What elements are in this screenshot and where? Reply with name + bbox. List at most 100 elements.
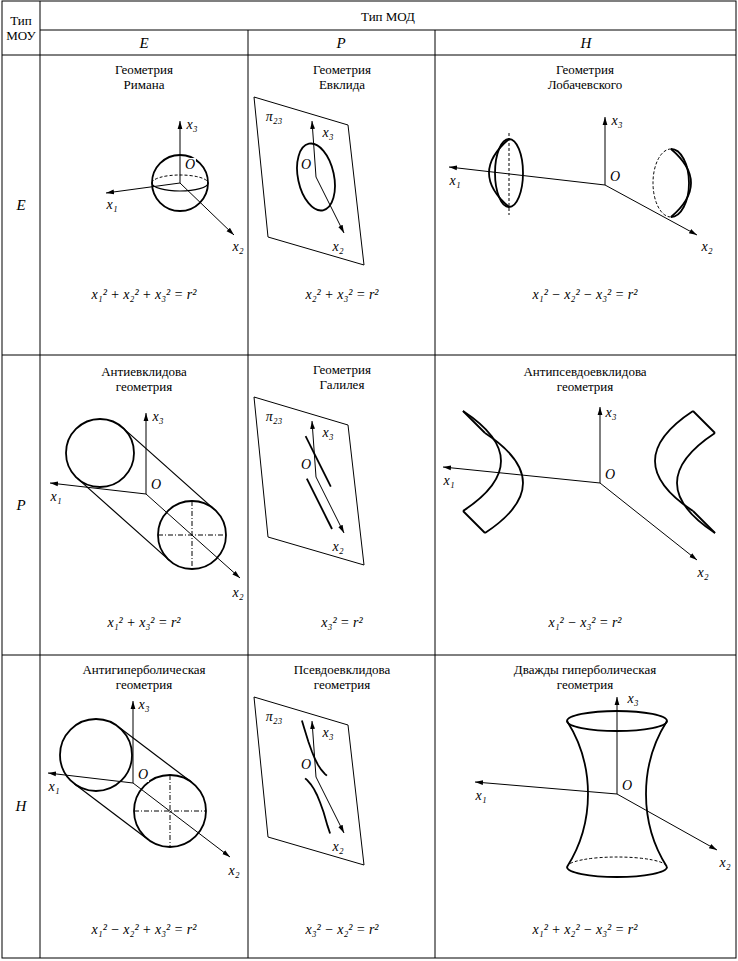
one-sheet-hyperboloid xyxy=(567,857,667,867)
anti-hyperbolic-figure xyxy=(48,701,230,857)
axis-label: x₃ xyxy=(610,114,623,128)
hyperbolic-cylinder xyxy=(677,433,715,533)
two-sheet-hyperboloid xyxy=(489,139,509,207)
two-sheet-hyperboloid xyxy=(653,149,671,217)
two-sheet-hyperboloid xyxy=(605,185,697,235)
axis-label: x₁ xyxy=(442,474,455,488)
one-sheet-hyperboloid xyxy=(475,697,717,877)
axis-label: x₁ xyxy=(448,174,461,188)
two-sheet-hyperboloid xyxy=(671,149,689,217)
hyperbolic-cylinder xyxy=(485,433,523,533)
axis-label: x₂ xyxy=(331,840,344,854)
anti-hyperbolic-figure xyxy=(60,719,132,791)
hyperbolic-cylinder xyxy=(693,411,715,533)
surface-equation: x₁² + x₃² = r² xyxy=(107,616,180,630)
plane-ellipse-figure xyxy=(316,177,344,233)
type-letter: H xyxy=(16,799,27,814)
geometry-title: Антиевклидова геометрия xyxy=(92,364,197,394)
axis-label: O xyxy=(604,468,616,482)
one-sheet-hyperboloid xyxy=(567,721,588,867)
hyperbolic-cylinder xyxy=(600,483,697,560)
anti-hyperbolic-figure xyxy=(133,783,230,857)
axis-label: O xyxy=(300,458,312,472)
surface-equation: x₁² + x₂² − x₃² = r² xyxy=(533,923,638,937)
cylinder-figure xyxy=(146,494,240,578)
cylinder-figure xyxy=(50,483,146,494)
axis-label: x₃ xyxy=(321,126,334,140)
plane-ellipse-figure xyxy=(254,97,364,265)
geometry-title: Геометрия Евклида xyxy=(302,62,382,92)
plane-hyperbola-figure xyxy=(305,778,330,833)
axis-label: π₂₃ xyxy=(265,410,284,424)
axis-label: x₃ xyxy=(604,406,617,420)
one-sheet-hyperboloid xyxy=(617,794,717,850)
axis-label: O xyxy=(184,158,196,172)
axis-label: x₁ xyxy=(105,198,118,212)
two-sheet-hyperboloid xyxy=(509,133,510,215)
geometry-title: Антигиперболическая геометрия xyxy=(69,662,219,692)
axis-label: x₃ xyxy=(626,692,639,706)
plane-lines-figure xyxy=(307,479,332,529)
plane-ellipse-figure xyxy=(254,97,364,265)
surface-equation: x₁² − x₂² + x₃² = r² xyxy=(92,923,197,937)
axis-label: x₃ xyxy=(321,726,334,740)
axis-label: x₂ xyxy=(700,240,713,254)
table-grid xyxy=(2,55,736,56)
axis-label: O xyxy=(621,779,633,793)
axis-label: O xyxy=(150,478,162,492)
axis-label: π₂₃ xyxy=(265,110,284,124)
anti-hyperbolic-figure xyxy=(118,726,192,782)
type-letter: H xyxy=(581,36,592,51)
two-sheet-hyperboloid xyxy=(671,149,691,217)
surface-equation: x₁² − x₂² − x₃² = r² xyxy=(533,288,638,302)
plane-hyperbola-figure xyxy=(254,697,364,865)
axis-label: O xyxy=(609,170,621,184)
table-grid xyxy=(2,655,736,656)
axis-label: x₂ xyxy=(227,864,240,878)
axis-label: π₂₃ xyxy=(265,710,284,724)
geometry-title: Псевдоевклидова геометрия xyxy=(285,662,400,692)
geometry-title: Геометрия Галилея xyxy=(302,362,382,392)
cylinder-figure xyxy=(146,413,147,494)
geometry-title: Геометрия Римана xyxy=(104,62,184,92)
hyperbolic-cylinder xyxy=(463,411,501,511)
sphere-figure xyxy=(106,183,180,193)
type-letter: E xyxy=(139,36,148,51)
two-sheet-hyperboloid xyxy=(449,167,605,185)
anti-hyperbolic-figure xyxy=(133,701,134,783)
table-grid xyxy=(435,30,436,958)
surface-equation: x₃² = r² xyxy=(321,616,362,630)
hyperbolic-cylinder xyxy=(463,411,485,533)
axis-label: x₂ xyxy=(231,586,244,600)
cylinder-figure xyxy=(50,413,240,578)
one-sheet-hyperboloid xyxy=(646,721,667,867)
surface-equation: x₁² − x₃² = r² xyxy=(548,616,621,630)
surface-equation: x₃² − x₂² = r² xyxy=(305,923,378,937)
hyperbolic-cylinder xyxy=(443,407,715,560)
surface-equation: x₂² + x₃² = r² xyxy=(305,288,378,302)
geometry-title: Дважды гиперболическая геометрия xyxy=(500,662,670,692)
header-cell: Тип МОУ xyxy=(3,13,39,43)
axis-label: x₂ xyxy=(718,856,731,870)
plane-hyperbola-figure xyxy=(312,721,316,777)
axis-label: x₁ xyxy=(49,490,62,504)
axis-label: x₂ xyxy=(231,240,244,254)
type-letter: P xyxy=(16,498,25,513)
surface-equation: x₁² + x₂² + x₃² = r² xyxy=(92,288,197,302)
table-grid xyxy=(40,30,736,31)
header-cell: Тип МОД xyxy=(361,9,415,24)
axis-label: O xyxy=(300,158,312,172)
plane-hyperbola-figure xyxy=(254,697,364,865)
one-sheet-hyperboloid xyxy=(475,782,617,794)
table-grid xyxy=(2,355,736,356)
hyperbolic-cylinder xyxy=(655,411,693,511)
axis-label: x₃ xyxy=(137,698,150,712)
anti-hyperbolic-figure xyxy=(74,784,148,840)
anti-hyperbolic-figure xyxy=(48,773,133,783)
plane-lines-figure xyxy=(254,397,364,565)
axis-label: x₃ xyxy=(321,426,334,440)
